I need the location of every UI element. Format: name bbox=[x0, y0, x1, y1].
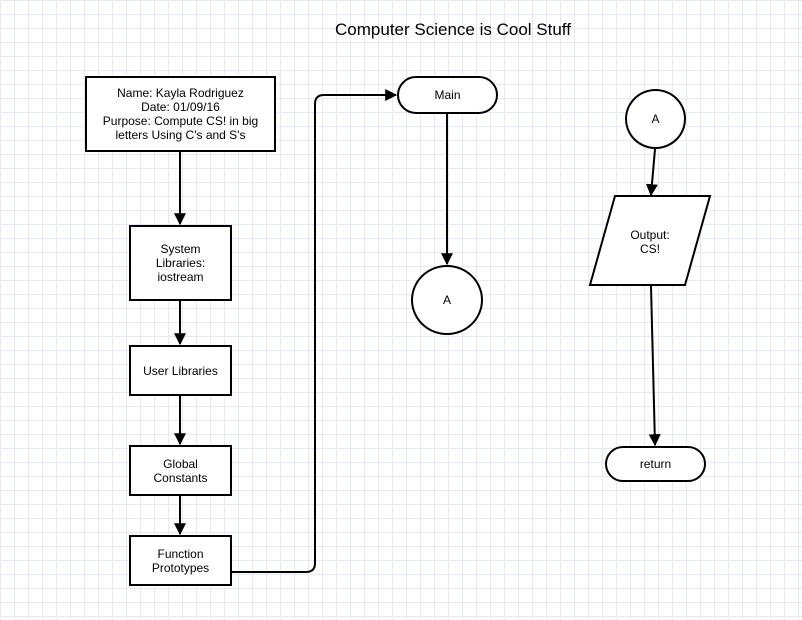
function-prototypes-box: Function Prototypes bbox=[129, 535, 232, 586]
header-line-date: Date: 01/09/16 bbox=[141, 100, 220, 114]
output-line-2: CS! bbox=[639, 242, 660, 256]
global-constants-line-2: Constants bbox=[153, 470, 208, 485]
connector-a-left: A bbox=[411, 265, 483, 335]
global-constants-text: Global Constants bbox=[153, 457, 207, 485]
function-prototypes-line-1: Function bbox=[157, 546, 204, 561]
diagram-title: Computer Science is Cool Stuff bbox=[335, 20, 571, 39]
system-libraries-box: System Libraries: iostream bbox=[129, 225, 232, 301]
arrow-function-prototypes-to-main bbox=[231, 89, 398, 573]
header-line-name: Name: Kayla Rodriguez bbox=[117, 86, 244, 100]
output-line-1: Output: bbox=[630, 228, 670, 242]
function-prototypes-line-2: Prototypes bbox=[151, 560, 210, 575]
system-libraries-line-1: System bbox=[160, 242, 201, 256]
function-prototypes-text: Function Prototypes bbox=[152, 547, 209, 575]
header-info-box: Name: Kayla Rodriguez Date: 01/09/16 Pur… bbox=[85, 76, 276, 152]
connector-a-right: A bbox=[625, 89, 686, 149]
header-line-purpose: Purpose: Compute CS! in big bbox=[102, 114, 259, 128]
arrow-output-to-return bbox=[648, 285, 661, 447]
output-text: Output: CS! bbox=[610, 228, 690, 256]
user-libraries-box: User Libraries bbox=[129, 345, 232, 396]
arrow-connector-a-to-output bbox=[645, 148, 658, 197]
return-label: return bbox=[639, 457, 672, 471]
output-lines: Output: CS! bbox=[610, 228, 690, 256]
user-libraries-label: User Libraries bbox=[143, 363, 218, 378]
header-info-text: Name: Kayla Rodriguez Date: 01/09/16 Pur… bbox=[103, 86, 258, 142]
global-constants-line-1: Global bbox=[163, 456, 198, 471]
connector-a-right-label: A bbox=[651, 112, 660, 126]
return-terminal: return bbox=[605, 446, 706, 482]
system-libraries-line-3: iostream bbox=[157, 270, 204, 284]
system-libraries-text: System Libraries: iostream bbox=[156, 242, 205, 284]
main-label: Main bbox=[434, 88, 461, 102]
output-parallelogram bbox=[588, 195, 712, 286]
main-terminal: Main bbox=[397, 76, 498, 114]
global-constants-box: Global Constants bbox=[129, 445, 232, 496]
system-libraries-line-2: Libraries: bbox=[155, 256, 206, 270]
header-line-purpose-cont: letters Using C's and S's bbox=[115, 128, 246, 142]
connector-a-left-label: A bbox=[442, 293, 451, 307]
